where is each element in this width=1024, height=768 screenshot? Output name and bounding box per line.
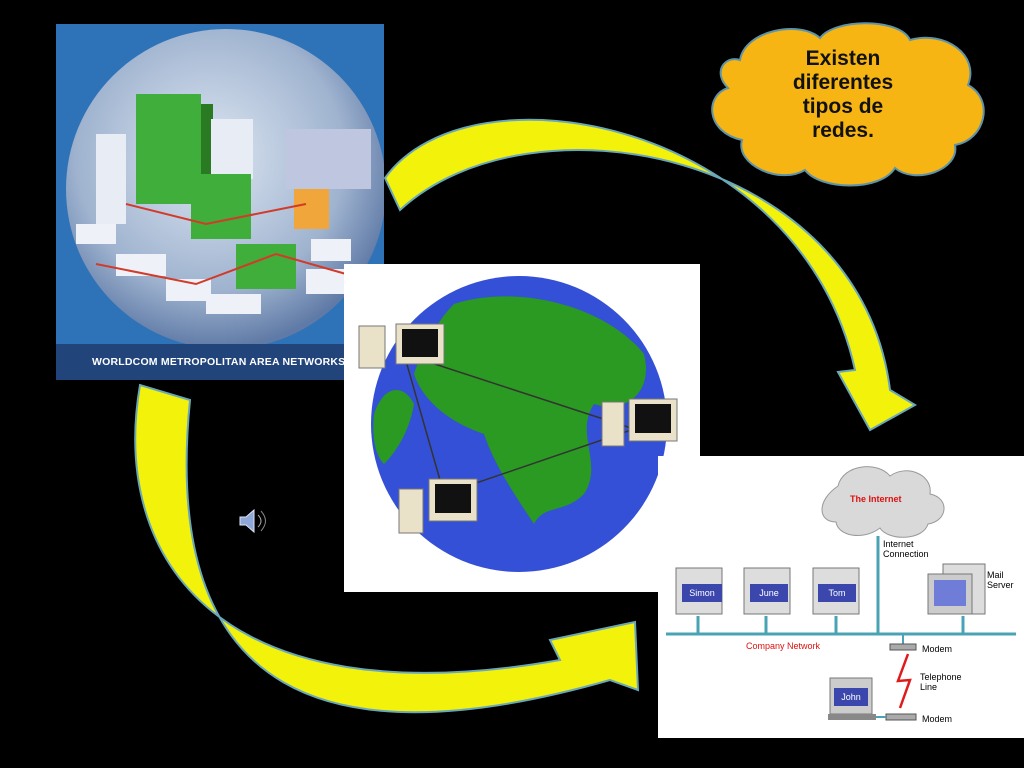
curved-arrow-bottom	[134, 383, 640, 714]
mail-server-icon	[927, 563, 986, 615]
label-line: Internet	[883, 539, 914, 549]
man-image: WORLDCOM METROPOLITAN AREA NETWORKS	[56, 24, 384, 380]
label-line: Server	[987, 580, 1014, 590]
computer-label: Tom	[818, 584, 856, 602]
modem-icon	[889, 643, 917, 651]
modem-label: Modem	[922, 714, 953, 724]
computer-icon	[601, 398, 678, 447]
label-line: Connection	[883, 549, 929, 559]
telephone-line-label: Telephone Line	[920, 672, 962, 692]
modem-icon	[885, 713, 917, 721]
speaker-icon[interactable]	[236, 506, 270, 538]
telephone-line-icon	[896, 653, 912, 709]
computer-label: Simon	[682, 584, 722, 602]
callout-text: Existen diferentes tipos de redes.	[760, 47, 926, 143]
mail-server-label: Mail Server	[987, 570, 1014, 590]
label-line: Telephone	[920, 672, 962, 682]
globe-land	[414, 296, 646, 524]
computer-label: June	[750, 584, 788, 602]
wan-globe-image	[344, 264, 700, 592]
company-network-label: Company Network	[746, 641, 821, 651]
label-line: Mail	[987, 570, 1004, 580]
callout-line: redes.	[812, 119, 874, 142]
internet-connection-label: Internet Connection	[883, 539, 929, 559]
callout-line: diferentes	[792, 71, 894, 94]
internet-cloud	[821, 466, 945, 538]
computer-icon	[358, 323, 445, 369]
label-line: Line	[920, 682, 938, 692]
modem-label: Modem	[922, 644, 953, 654]
internet-label: The Internet	[850, 494, 902, 504]
globe-illustration	[358, 276, 678, 572]
callout-cloud	[711, 22, 985, 187]
lan-diagram: Simon June Tom John The Internet Interne…	[658, 456, 1024, 738]
city-sphere-illustration	[66, 29, 384, 349]
computer-icon	[398, 478, 478, 534]
callout-line: tipos de	[802, 95, 884, 118]
curved-arrow-top	[383, 118, 917, 432]
callout-line: Existen	[805, 47, 881, 70]
remote-user-label: John	[834, 688, 868, 706]
man-caption: WORLDCOM METROPOLITAN AREA NETWORKS	[56, 344, 384, 380]
